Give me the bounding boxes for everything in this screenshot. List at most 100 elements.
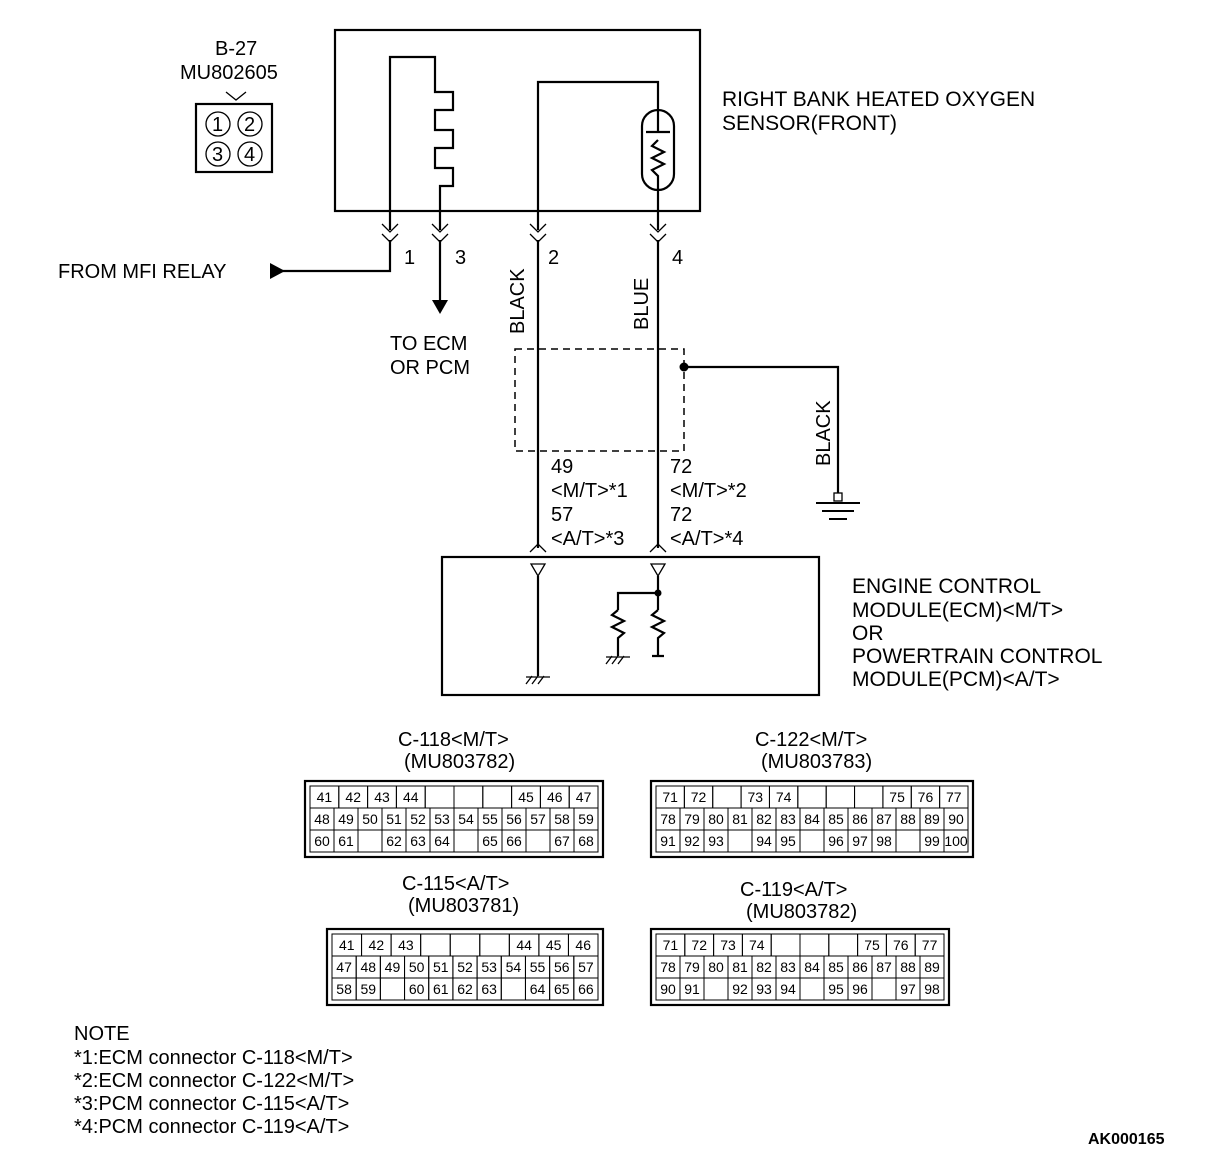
connector-pin-number: 57 xyxy=(578,959,594,975)
connector-pin-number: 65 xyxy=(482,833,498,849)
connector-cell: 47 xyxy=(331,955,357,979)
connector-pin-number: 94 xyxy=(756,833,772,849)
sensor-box xyxy=(333,28,702,213)
connector-cell: 66 xyxy=(501,829,527,853)
connector-pin-number: 60 xyxy=(314,833,330,849)
heater-element xyxy=(388,55,455,230)
connector-cell: 77 xyxy=(914,933,945,957)
connector-cell: 59 xyxy=(573,807,599,831)
connector-pin-number: 84 xyxy=(804,811,820,827)
connector-pin-number: 50 xyxy=(409,959,425,975)
sensor-connector-id: B-27 xyxy=(215,38,257,60)
connector-pin-number: 81 xyxy=(732,811,748,827)
connector-cell: 65 xyxy=(549,977,575,1001)
connector-pin-number: 83 xyxy=(780,959,796,975)
connector-cell: 95 xyxy=(775,829,801,853)
svg-text:72: 72 xyxy=(670,504,692,526)
pin1-label: 1 xyxy=(404,247,415,269)
connector-cell: 86 xyxy=(847,955,873,979)
connector-cell xyxy=(799,829,825,853)
connector-part: (MU803781) xyxy=(408,895,519,917)
terminal-arrows xyxy=(381,223,667,243)
connector-pin-number: 41 xyxy=(317,789,333,805)
connector-pin-number: 55 xyxy=(530,959,546,975)
connector-cell: 61 xyxy=(428,977,454,1001)
connector-cell xyxy=(379,977,406,1001)
from-mfi-relay-label: FROM MFI RELAY xyxy=(58,261,227,283)
note-line-3: *3:PCM connector C-115<A/T> xyxy=(74,1093,349,1115)
connector-outline xyxy=(303,779,605,859)
connector-cell: 49 xyxy=(379,955,406,979)
connector-pin-number: 79 xyxy=(684,811,700,827)
connector-pin-number: 45 xyxy=(546,937,562,953)
connector-pin-number: 80 xyxy=(708,811,724,827)
connector-pin-number: 85 xyxy=(828,811,844,827)
connector-cell xyxy=(482,785,513,809)
connector-cell: 42 xyxy=(338,785,369,809)
connector-pin-number: 91 xyxy=(684,981,700,997)
connector-cell: 50 xyxy=(357,807,383,831)
connector-title: C-118<M/T> xyxy=(398,729,509,751)
connector-pin-number: 66 xyxy=(506,833,522,849)
connector-pin-number: 97 xyxy=(852,833,868,849)
right-terminal-labels: 72 <M/T>*2 72 <A/T>*4 xyxy=(670,456,747,550)
connector-cell: 82 xyxy=(751,955,777,979)
connector-cell: 78 xyxy=(655,807,681,831)
connector-cell xyxy=(479,933,510,957)
connector-cell: 83 xyxy=(775,955,801,979)
connector-cell: 59 xyxy=(355,977,381,1001)
sensor-connector-face: 1 2 3 4 xyxy=(194,91,274,174)
note-heading: NOTE xyxy=(74,1023,130,1045)
connector-cell: 74 xyxy=(768,785,799,809)
connector-cell: 52 xyxy=(452,955,478,979)
connector-cell: 80 xyxy=(703,955,729,979)
connector-cell: 92 xyxy=(727,977,753,1001)
connector-cell: 89 xyxy=(919,807,945,831)
connector-cell: 51 xyxy=(428,955,454,979)
connector-cell: 48 xyxy=(309,807,335,831)
connector-cell: 87 xyxy=(871,955,897,979)
to-ecm-arrow xyxy=(432,300,448,314)
connector-cell xyxy=(799,977,825,1001)
connector-cell: 56 xyxy=(501,807,527,831)
module-terminal-marks xyxy=(529,543,667,553)
connector-cell: 76 xyxy=(910,785,941,809)
connector-pin-number: 56 xyxy=(554,959,570,975)
connector-pin-number: 81 xyxy=(732,959,748,975)
connector-cell: 66 xyxy=(573,977,599,1001)
connector-cell: 42 xyxy=(361,933,392,957)
connector-title: C-122<M/T> xyxy=(755,729,867,751)
connector-pin-number: 73 xyxy=(747,789,763,805)
connector-cell xyxy=(424,785,455,809)
connector-cell: 100 xyxy=(943,829,969,853)
connector-cell: 48 xyxy=(355,955,381,979)
connector-cell: 62 xyxy=(452,977,478,1001)
connector-pin-number: 58 xyxy=(554,811,570,827)
connector-pin-number: 52 xyxy=(457,959,473,975)
connector-pin-number: 61 xyxy=(338,833,354,849)
connector-pin-number: 64 xyxy=(530,981,546,997)
connector-cell xyxy=(712,785,742,809)
connector-pin-number: 48 xyxy=(360,959,376,975)
pin4-label: 4 xyxy=(672,247,683,269)
connector-cell: 71 xyxy=(655,933,686,957)
connector-cell xyxy=(453,785,484,809)
svg-text:49: 49 xyxy=(551,456,573,478)
module-name-line5: MODULE(PCM)<A/T> xyxy=(852,668,1060,691)
connector-pin-number: 77 xyxy=(946,789,962,805)
connector-pin-number: 46 xyxy=(575,937,591,953)
connector-pin-number: 59 xyxy=(360,981,376,997)
connector-cell xyxy=(797,785,827,809)
shield-drain-wire xyxy=(684,365,840,497)
connector-title: C-115<A/T> xyxy=(402,873,509,895)
connector-pin-number: 93 xyxy=(708,833,724,849)
connector-pin-number: 78 xyxy=(660,811,676,827)
connector-cell xyxy=(703,977,729,1001)
connector-pin-number: 53 xyxy=(434,811,450,827)
connector-pin-number: 53 xyxy=(481,959,497,975)
connector-cell: 53 xyxy=(476,955,502,979)
connector-cell: 94 xyxy=(751,829,777,853)
connector-pin-number: 85 xyxy=(828,959,844,975)
